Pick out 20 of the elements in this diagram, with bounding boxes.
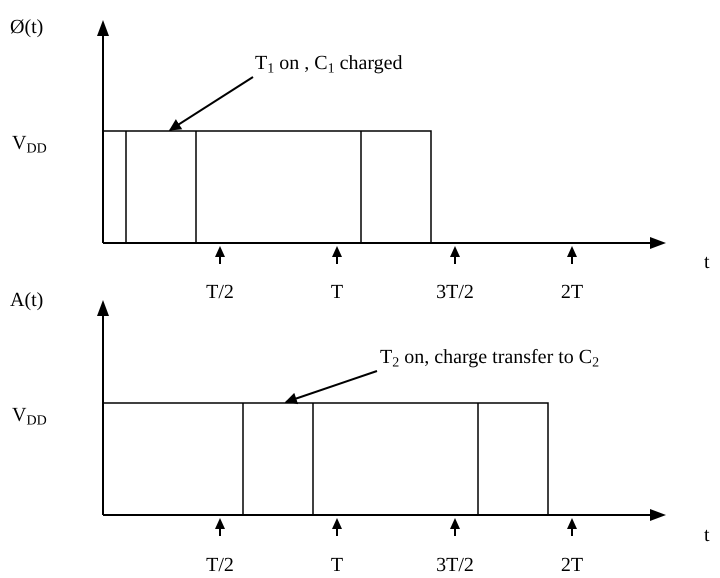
tick-label: 3T/2 xyxy=(436,554,474,576)
axis-label: Ø(t) xyxy=(10,16,44,38)
tick-label: 2T xyxy=(560,281,584,303)
tick-label: T/2 xyxy=(206,554,234,576)
axis-label: t xyxy=(704,524,710,546)
tick-label: T xyxy=(330,554,344,576)
pulse-waveform xyxy=(102,402,549,516)
leader-line xyxy=(169,76,254,131)
tick-label: T/2 xyxy=(206,281,234,303)
tick-label: 3T/2 xyxy=(436,281,474,303)
annotation-text: T$_{2}$ on, charge transfer to C$_{2}$ xyxy=(376,342,711,372)
tick-label: 2T xyxy=(560,554,584,576)
leader-line xyxy=(284,370,378,404)
level-label: V$_{DD}$ xyxy=(12,132,47,154)
annotation-text: T$_{1}$ on , C$_{1}$ charged xyxy=(252,48,477,78)
pulse-waveform xyxy=(102,130,432,244)
tick-label: T xyxy=(330,281,344,303)
level-label: V$_{DD}$ xyxy=(12,404,47,426)
axis-label: A(t) xyxy=(10,289,44,311)
axis-label: t xyxy=(704,251,710,273)
